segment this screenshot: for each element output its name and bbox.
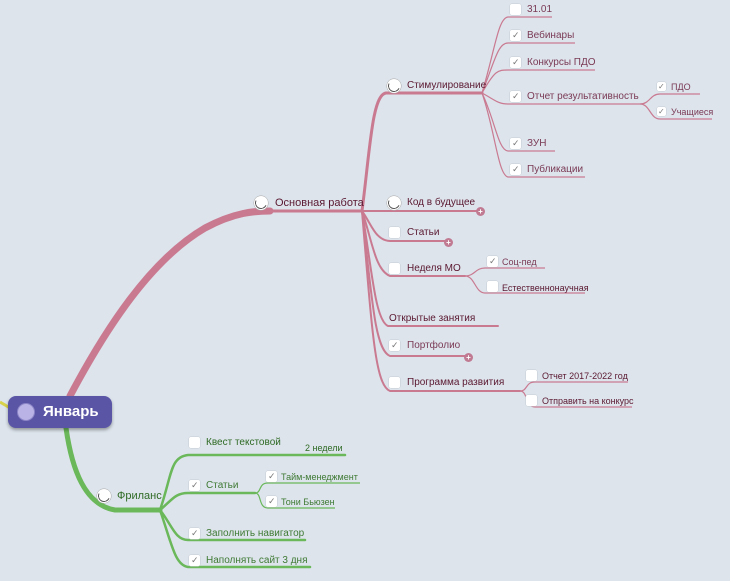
node-soc[interactable]: Соц-пед bbox=[502, 257, 537, 267]
check-icon: ✓ bbox=[191, 480, 199, 490]
node-program[interactable]: Программа развития bbox=[407, 377, 505, 388]
node-stimul[interactable]: Стимулирование bbox=[407, 80, 487, 91]
checkbox-report[interactable]: ✓ bbox=[510, 91, 521, 102]
checkbox-zun[interactable]: ✓ bbox=[510, 138, 521, 149]
node-contests[interactable]: Конкурсы ПДО bbox=[527, 57, 596, 68]
connectors-freelance-children bbox=[158, 453, 347, 569]
connectors-week-children bbox=[464, 267, 585, 294]
node-31-01[interactable]: 31.01 bbox=[527, 4, 553, 15]
node-main-work[interactable]: Основная работа bbox=[275, 197, 364, 209]
node-pdo[interactable]: ПДО bbox=[671, 82, 691, 92]
node-publ[interactable]: Публикации bbox=[527, 164, 584, 175]
checkbox-soc[interactable]: ✓ bbox=[487, 256, 498, 267]
checkbox-articles[interactable] bbox=[389, 227, 400, 238]
progress-circle-icon bbox=[18, 404, 34, 420]
checkbox-quest[interactable] bbox=[189, 437, 200, 448]
connectors-stimul-children bbox=[481, 16, 712, 178]
checkbox-nat[interactable] bbox=[487, 281, 498, 292]
checkbox-tm[interactable]: ✓ bbox=[266, 471, 277, 482]
plus-icon[interactable]: + bbox=[444, 238, 453, 247]
checkbox-site[interactable]: ✓ bbox=[189, 555, 200, 566]
checkbox-webinars[interactable]: ✓ bbox=[510, 30, 521, 41]
node-toni[interactable]: Тони Бьюзен bbox=[281, 497, 335, 507]
node-webinars[interactable]: Вебинары bbox=[527, 30, 575, 41]
checkbox-program[interactable] bbox=[389, 377, 400, 388]
node-articles[interactable]: Статьи bbox=[407, 227, 440, 238]
connector-main-work bbox=[66, 207, 274, 400]
check-icon: ✓ bbox=[489, 256, 497, 266]
checkbox-publ[interactable]: ✓ bbox=[510, 164, 521, 175]
checkbox-31-01[interactable] bbox=[510, 4, 521, 15]
check-icon: ✓ bbox=[512, 164, 520, 174]
node-report-2017[interactable]: Отчет 2017-2022 год bbox=[542, 371, 628, 381]
check-icon: ✓ bbox=[658, 107, 665, 116]
checkbox-report-2017[interactable] bbox=[526, 370, 537, 381]
check-icon: ✓ bbox=[391, 340, 399, 350]
checkbox-contests[interactable]: ✓ bbox=[510, 57, 521, 68]
node-tm[interactable]: Тайм-менеджмент bbox=[281, 472, 358, 482]
checkbox-fl-articles[interactable]: ✓ bbox=[189, 480, 200, 491]
node-report[interactable]: Отчет результативность bbox=[527, 91, 639, 102]
node-portfolio[interactable]: Портфолио bbox=[407, 340, 461, 351]
plus-icon[interactable]: + bbox=[464, 353, 473, 362]
connectors-main-children bbox=[360, 91, 521, 392]
check-icon: ✓ bbox=[512, 57, 520, 67]
node-quest[interactable]: Квест текстовой bbox=[206, 437, 281, 448]
root-node-label: Январь bbox=[43, 403, 99, 420]
node-zun[interactable]: ЗУН bbox=[527, 138, 547, 149]
node-fl-articles[interactable]: Статьи bbox=[206, 480, 239, 491]
progress-circle-icon bbox=[97, 489, 111, 503]
check-icon: ✓ bbox=[191, 528, 199, 538]
node-nav[interactable]: Заполнить навигатор bbox=[206, 528, 305, 539]
node-code[interactable]: Код в будущее bbox=[407, 197, 476, 208]
connector-freelance bbox=[63, 425, 163, 513]
node-send[interactable]: Отправить на конкурс bbox=[542, 396, 634, 406]
progress-circle-icon bbox=[387, 79, 401, 93]
checkbox-students[interactable]: ✓ bbox=[657, 107, 666, 116]
note-quest: 2 недели bbox=[305, 443, 343, 453]
node-week[interactable]: Неделя МО bbox=[407, 263, 461, 274]
plus-icon[interactable]: + bbox=[476, 207, 485, 216]
check-icon: ✓ bbox=[512, 91, 520, 101]
progress-circle-icon bbox=[254, 196, 268, 210]
checkbox-portfolio[interactable]: ✓ bbox=[389, 340, 400, 351]
checkbox-pdo[interactable]: ✓ bbox=[657, 82, 666, 91]
checkbox-nav[interactable]: ✓ bbox=[189, 528, 200, 539]
check-icon: ✓ bbox=[268, 496, 276, 506]
check-icon: ✓ bbox=[658, 82, 665, 91]
connectors-freelance-articles bbox=[254, 482, 360, 509]
node-students[interactable]: Учащиеся bbox=[671, 107, 714, 117]
node-nat[interactable]: Естественнонаучная bbox=[502, 283, 589, 293]
check-icon: ✓ bbox=[512, 138, 520, 148]
checkbox-toni[interactable]: ✓ bbox=[266, 496, 277, 507]
node-open[interactable]: Открытые занятия bbox=[389, 313, 476, 324]
root-node-january[interactable]: Январь bbox=[8, 396, 112, 428]
checkbox-week[interactable] bbox=[389, 263, 400, 274]
node-site[interactable]: Наполнять сайт 3 дня bbox=[206, 555, 308, 566]
node-freelance[interactable]: Фриланс bbox=[117, 490, 162, 502]
check-icon: ✓ bbox=[268, 471, 276, 481]
checkbox-send[interactable] bbox=[526, 395, 537, 406]
progress-circle-icon bbox=[387, 196, 401, 210]
check-icon: ✓ bbox=[191, 555, 199, 565]
check-icon: ✓ bbox=[512, 30, 520, 40]
